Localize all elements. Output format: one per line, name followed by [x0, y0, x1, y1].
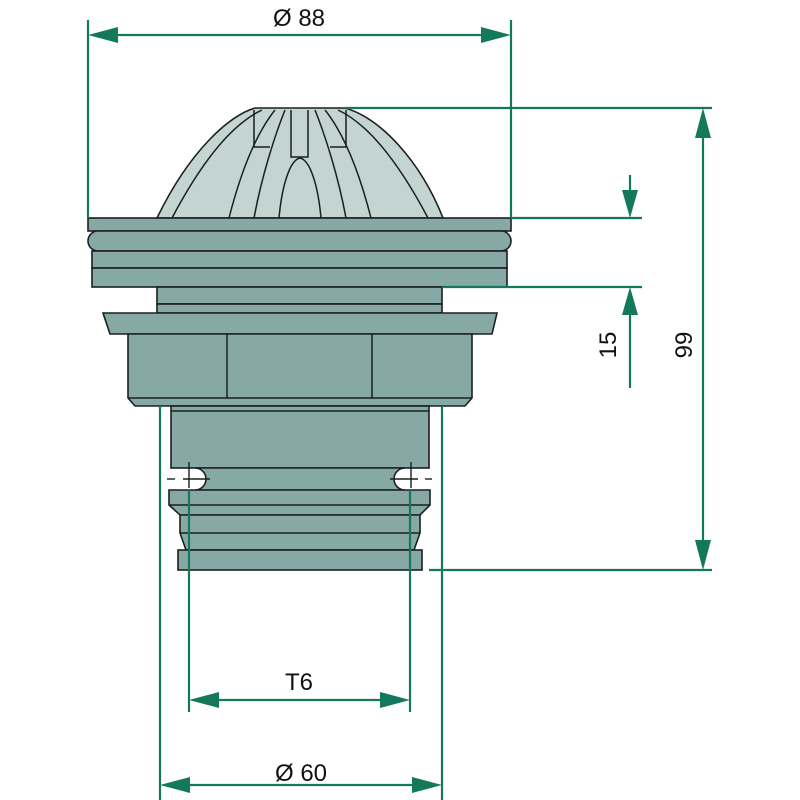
dim-label-thread: T6 [285, 669, 313, 696]
groove-centerlines [167, 462, 432, 488]
o-ring-groove [194, 467, 406, 491]
shank [170, 405, 430, 469]
dome-ribs [171, 109, 429, 219]
dim-label-height: 99 [671, 332, 698, 359]
seal-ring [87, 230, 512, 252]
neck-lower [156, 303, 443, 314]
dim-label-flange: 15 [595, 332, 622, 359]
dim-label-top-diameter: Ø 88 [273, 5, 325, 32]
neck-upper [156, 286, 443, 305]
top-flange [87, 217, 512, 232]
band-lower [91, 267, 508, 288]
dome-cap [155, 107, 445, 219]
hex-nut [127, 333, 473, 407]
band-upper [91, 250, 508, 269]
thread-end [177, 549, 423, 571]
dimension-lines [86, 20, 712, 800]
thread-collar [168, 489, 431, 516]
dim-label-bottom-diameter: Ø 60 [275, 760, 327, 787]
washer [101, 312, 499, 335]
part-outline [87, 107, 512, 571]
